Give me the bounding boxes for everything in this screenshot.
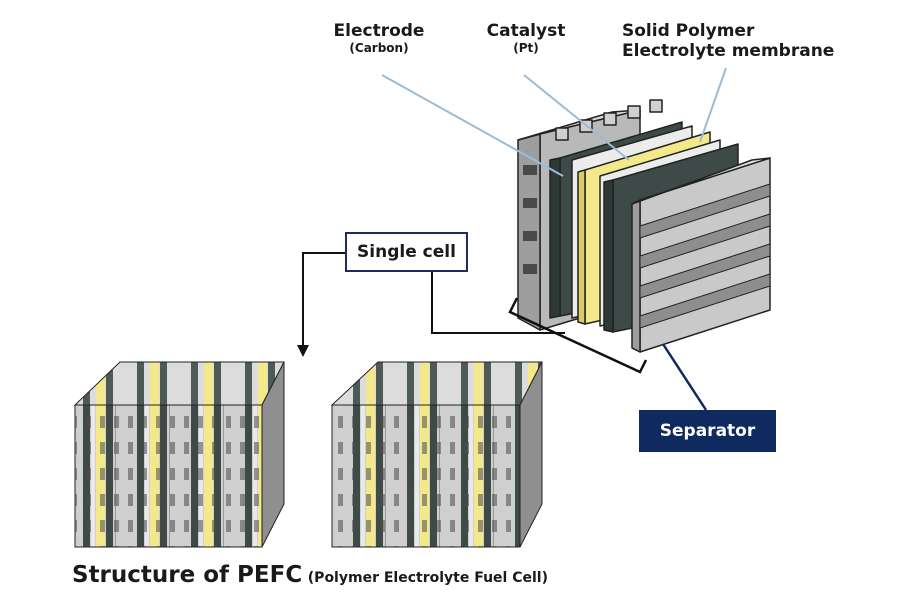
electrode-leader <box>381 74 564 177</box>
membrane-label-line2: Electrolyte membrane <box>622 40 835 61</box>
separator-plate-front <box>631 157 771 353</box>
figure-caption: Structure of PEFC (Polymer Electrolyte F… <box>72 562 548 588</box>
stack-right-top <box>330 361 543 406</box>
stack-left-side <box>261 361 285 548</box>
single-cell-bracket <box>508 297 648 374</box>
single-cell-connector <box>431 272 565 334</box>
catalyst-leader <box>523 74 630 161</box>
separator-pointer <box>661 343 708 411</box>
stack-left-top <box>73 361 285 406</box>
membrane-label-line1: Solid Polymer <box>622 21 755 41</box>
electrode-label-text: Electrode <box>333 21 425 41</box>
cell-stack-right <box>330 361 543 548</box>
cell-stack-left <box>73 361 285 548</box>
stack-connector <box>302 252 346 348</box>
membrane-label: Solid Polymer Electrolyte membrane <box>622 21 835 61</box>
leader-lines <box>381 67 727 177</box>
electrode-label: Electrode (Carbon) <box>318 21 440 55</box>
catalyst-label-text: Catalyst <box>486 21 566 41</box>
membrane-leader <box>699 67 727 143</box>
caption-title: Structure of PEFC <box>72 562 303 588</box>
catalyst-label: Catalyst (Pt) <box>474 21 578 55</box>
separator-label: Separator <box>639 410 776 452</box>
single-cell-label: Single cell <box>345 232 468 272</box>
single-cell-illustration <box>517 99 771 353</box>
catalyst-label-sub: (Pt) <box>513 40 539 55</box>
caption-subtitle: (Polymer Electrolyte Fuel Cell) <box>307 570 548 586</box>
electrode-label-sub: (Carbon) <box>349 40 409 55</box>
stack-connector-arrow <box>297 345 309 357</box>
stack-right-side <box>519 361 543 548</box>
